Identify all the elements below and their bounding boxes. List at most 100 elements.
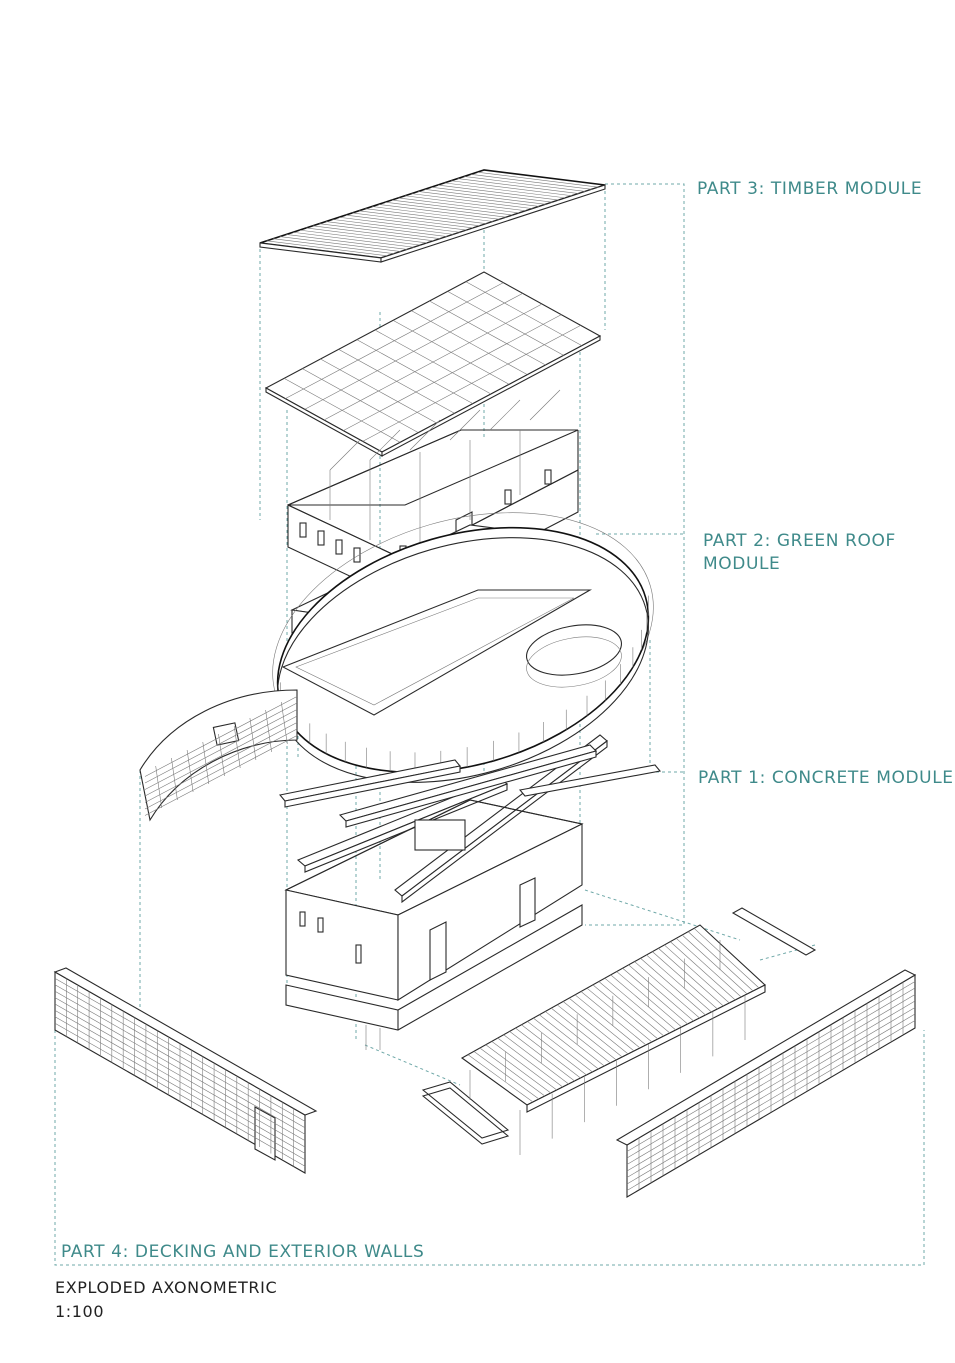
roof-corrugation [371,206,494,222]
deck-board [646,954,712,1013]
deck-board [640,958,706,1016]
deck-board [580,991,647,1046]
roof-corrugation [385,201,507,218]
deck-board [521,1024,587,1076]
deck-board [515,1027,581,1079]
deck-board [616,971,682,1028]
roof-corrugation [339,216,461,233]
roof-corrugation [286,234,408,250]
deck-board [574,994,641,1049]
deck-board [491,1041,557,1091]
roof-corrugation [464,176,586,192]
label-part-3: PART 3: TIMBER MODULE [697,179,923,199]
label-part-2-line-2: MODULE [703,554,781,574]
deck-board [586,987,653,1043]
roof-corrugation [358,210,480,227]
label-part-2-line-1: PART 2: GREEN ROOF [703,531,896,551]
drawing-title: EXPLODED AXONOMETRIC [55,1278,278,1297]
roof-corrugation [418,191,540,207]
deck-board [610,974,676,1031]
wall-brick-joint [218,733,225,777]
guide-diagonal [364,1044,461,1086]
roof-structure-grid [264,271,602,457]
deck-board [467,1054,534,1103]
deck-board [485,1044,551,1094]
guide-diagonal [584,889,741,941]
roof-corrugation [451,180,573,197]
wall-brick-joint [171,757,178,801]
wall-brick-course [144,722,298,803]
roof-corrugation [299,229,421,246]
deck-board [473,1051,540,1100]
roof-corrugation [477,171,599,188]
deck-board [557,1004,623,1058]
decking-canopy [421,907,817,1145]
deck-board [598,981,665,1037]
decking-posts [469,940,746,1155]
deck-board [503,1034,569,1085]
roof-corrugation [319,223,441,239]
curved-wall-brick-lines [144,696,298,816]
roof-corrugation [266,240,388,257]
curved-masonry-wall [139,689,298,822]
deck-board [527,1021,593,1073]
right-wall-brick-lines [626,981,916,1191]
deck-board [562,1001,629,1055]
roof-grid-lines [284,281,582,443]
roof-corrugation [411,193,533,209]
deck-board [509,1031,575,1082]
corrugated-roof-sheet [259,169,606,263]
concrete-module-box [284,799,584,1050]
roof-grid-line [362,325,581,442]
deck-board [551,1007,617,1061]
deck-board [675,938,742,998]
roof-corrugation [424,189,546,205]
roof-corrugation [365,208,487,224]
decking-board-lines [467,928,760,1103]
deck-board [622,967,688,1025]
wall-brick-course [144,709,298,790]
deck-board [604,977,670,1034]
roof-corrugation [325,221,447,237]
roof-corrugation [391,199,513,216]
wall-brick-joint [233,725,241,769]
deck-board [539,1014,605,1067]
deck-board [479,1047,546,1097]
roof-grid-line [285,282,504,399]
roof-corrugation [404,195,526,212]
roof-corrugation [444,182,566,199]
label-part-4: PART 4: DECKING AND EXTERIOR WALLS [61,1242,425,1262]
deck-board [533,1017,599,1070]
wall-brick-course [144,715,298,797]
label-part-2: PART 2: GREEN ROOF MODULE [703,530,896,576]
wall-brick-course [144,696,298,777]
deck-board [592,984,659,1040]
wall-brick-joint [186,749,194,793]
deck-board [681,934,748,995]
left-wall-brick-lines [54,978,306,1167]
roof-corrugation [470,173,592,190]
drawing-scale: 1:100 [55,1302,105,1321]
concrete-beams [278,734,662,904]
deck-board [664,944,730,1004]
deck-board [658,948,724,1007]
wall-brick-joint [202,741,210,785]
deck-board [652,951,718,1010]
roof-corrugation [378,204,500,220]
deck-board [670,941,736,1001]
roof-corrugation [306,227,428,244]
roof-corrugation [273,238,395,255]
roof-corrugation [292,231,414,248]
roof-grid-line [304,293,523,410]
deck-board [568,997,635,1052]
roof-corrugation [457,178,579,194]
deck-board [628,964,694,1022]
roof-corrugation [437,184,559,201]
roof-corrugation [398,197,520,214]
roof-corrugation [345,214,467,231]
deck-board [693,928,760,989]
roof-corrugation [332,219,454,235]
roof-corrugation [352,212,474,229]
